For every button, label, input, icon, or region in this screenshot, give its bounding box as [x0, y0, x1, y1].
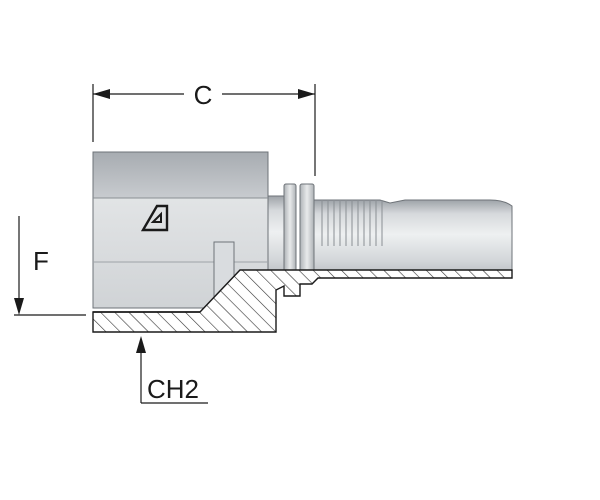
hose-tail-body — [311, 199, 513, 277]
c-arrow-left — [93, 89, 110, 99]
barb-ridges — [321, 200, 383, 246]
hex-nut-top-face — [92, 151, 269, 199]
ch2-arrow-up — [136, 336, 146, 353]
collar-neck — [267, 195, 285, 277]
manufacturer-logo-icon — [140, 204, 169, 232]
section-view — [92, 269, 513, 333]
f-arrow-down — [14, 298, 24, 315]
hose-tail — [311, 199, 513, 277]
section-hatch — [92, 269, 513, 333]
collar — [267, 183, 315, 277]
dimension-ch2 — [136, 336, 208, 404]
collar-ring-1 — [283, 183, 297, 277]
f-label: F — [33, 246, 49, 276]
c-label: C — [194, 80, 213, 110]
c-arrow-right — [298, 89, 315, 99]
dimension-c — [92, 84, 316, 176]
dimension-f — [14, 216, 86, 316]
ch2-label: CH2 — [147, 374, 199, 404]
collar-ring-2 — [299, 183, 315, 277]
